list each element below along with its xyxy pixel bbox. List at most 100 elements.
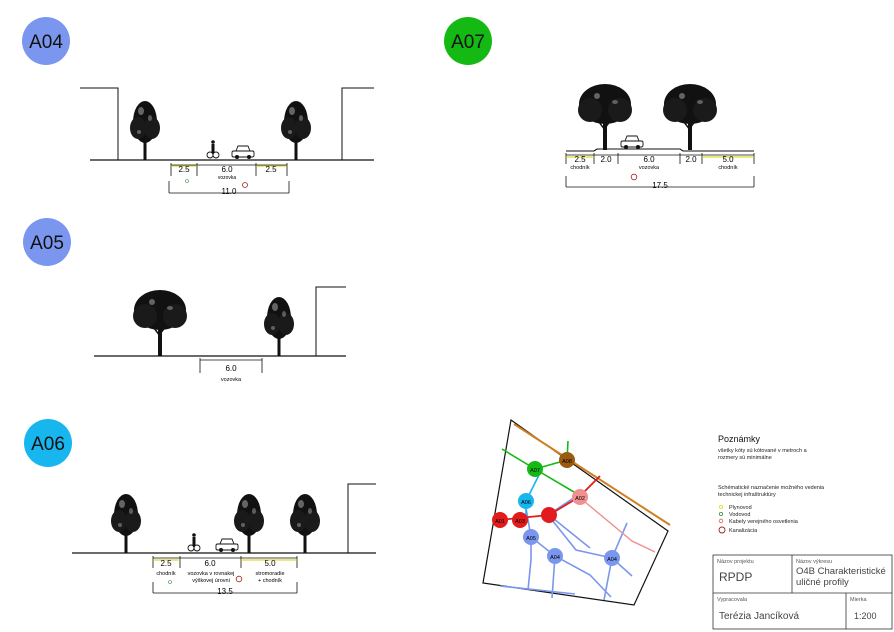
author-label: Vypracovala [717, 597, 748, 603]
map-node-label: A08 [562, 459, 572, 465]
legend-swatch [718, 518, 724, 524]
chodnik-label: chodník [570, 165, 590, 171]
dim-label: 2.5 [265, 165, 277, 174]
author-name: Terézia Jancíková [719, 611, 799, 622]
chodnik-label-2: + chodník [258, 578, 282, 584]
legend-label: Kabely verejného osvetlenia [729, 519, 799, 525]
map-node-label: A04 [607, 557, 617, 563]
notes-line: rozmery sú minimálne [718, 455, 772, 461]
project-name: RPDP [719, 570, 752, 584]
badge-a06 [24, 419, 72, 467]
tree-icon [577, 83, 633, 151]
ground-line [566, 148, 754, 152]
legend-swatch [719, 512, 724, 517]
vozovka-label: vozovka [218, 175, 237, 181]
map-node [492, 512, 508, 528]
badge-a05-label: A05 [30, 233, 64, 254]
building-outline [315, 286, 346, 356]
section-a07: A07 2.5 2.0 6.0 2.0 5.0 chodník vozovka … [444, 17, 755, 190]
building-outline [347, 483, 376, 553]
scale-value: 1:200 [854, 611, 877, 621]
scale-label: Mierka [850, 597, 867, 603]
car-icon [231, 145, 255, 160]
map-node [547, 548, 563, 564]
dim-label: 6.0 [225, 364, 237, 373]
project-label: Názov projektu [717, 559, 754, 565]
map-node-label: A03 [515, 519, 525, 525]
legend-label: Kanalizácia [729, 528, 758, 534]
dim-label: 6.0 [204, 559, 216, 568]
tree-icon [129, 100, 161, 161]
section-a05: A05 6.0 vozovka [23, 218, 346, 383]
infra-note: Schématické naznačenie možného vedenia [718, 485, 825, 491]
section-a06: A06 2.5 6.0 5.0 chodník vozovka v rovnak… [24, 419, 376, 596]
map-node-label: A04 [550, 555, 560, 561]
drawing-name: O4B Charakteristické [796, 566, 886, 577]
badge-a05 [23, 218, 71, 266]
badge-a06-label: A06 [31, 434, 65, 455]
map-node-label: A01 [495, 519, 505, 525]
legend-swatch [719, 504, 724, 509]
drawing-label: Názov výkresu [796, 559, 832, 565]
dim-label: 2.5 [160, 559, 172, 568]
section-a04: A04 2.5 6.0 2.5 vozovka 11.0 [22, 17, 374, 196]
chodnik-label: chodník [156, 571, 176, 577]
total-width: 11.0 [222, 187, 238, 196]
legend-label: Vodovod [729, 512, 750, 518]
map-node [559, 452, 575, 468]
badge-a07-label: A07 [451, 32, 485, 53]
tree-icon [263, 296, 295, 357]
infra-note: technickej infraštruktúry [718, 492, 776, 498]
map-node [541, 507, 557, 523]
vozovka-label: vozovka [221, 377, 242, 383]
total-width: 13.5 [217, 587, 233, 596]
map-node [523, 529, 539, 545]
tree-icon [289, 493, 321, 554]
total-width: 17.5 [652, 181, 668, 190]
dim-label: 2.0 [600, 155, 612, 164]
chodnik-label: chodník [718, 165, 738, 171]
map-node [527, 461, 543, 477]
dim-label: 2.5 [574, 155, 586, 164]
legend-label: Plynovod [729, 505, 752, 511]
tree-icon [280, 100, 312, 161]
tree-icon [132, 289, 188, 357]
map-node [512, 512, 528, 528]
cyclist-icon [206, 139, 220, 159]
stromoradie-label: stromoradie [255, 571, 284, 577]
car-icon [620, 135, 644, 150]
notes-title: Poznámky [718, 434, 761, 444]
badge-a04-label: A04 [29, 32, 63, 53]
notes-panel: Poznámky všetky kóty sú kótované v metro… [718, 434, 825, 534]
dim-label: 5.0 [722, 155, 734, 164]
map-node-label: A07 [530, 468, 540, 474]
vozovka-label-2: výškovej úrovni [192, 578, 230, 584]
tree-icon [662, 83, 718, 151]
badge-a04 [22, 17, 70, 65]
drawing-name-2: uličné profily [796, 577, 849, 588]
map-node-label: A02 [575, 496, 585, 502]
dim-label: 5.0 [264, 559, 276, 568]
map-node-label: A05 [526, 536, 536, 542]
dim-label: 6.0 [643, 155, 655, 164]
map-node [572, 489, 588, 505]
badge-a07 [444, 17, 492, 65]
map-node [518, 493, 534, 509]
building-outline [80, 87, 374, 160]
notes-line: všetky kóty sú kótované v metroch a [718, 448, 808, 454]
dim-label: 2.0 [685, 155, 697, 164]
vozovka-label: vozovka v rovnakej [188, 571, 235, 577]
vozovka-label: vozovka [639, 165, 660, 171]
map-node-label: A06 [521, 500, 531, 506]
title-block: Názov projektu RPDP Názov výkresu O4B Ch… [712, 554, 893, 630]
dim-label: 6.0 [221, 165, 233, 174]
tree-icon [110, 493, 142, 554]
legend-swatch [718, 526, 726, 534]
car-icon [215, 538, 239, 553]
cyclist-icon [187, 532, 201, 552]
tree-icon [233, 493, 265, 554]
key-map: A07 A08 A06 A01 A03 A02 A05 A04 A04 [482, 418, 671, 606]
map-node [604, 550, 620, 566]
dim-label: 2.5 [178, 165, 190, 174]
